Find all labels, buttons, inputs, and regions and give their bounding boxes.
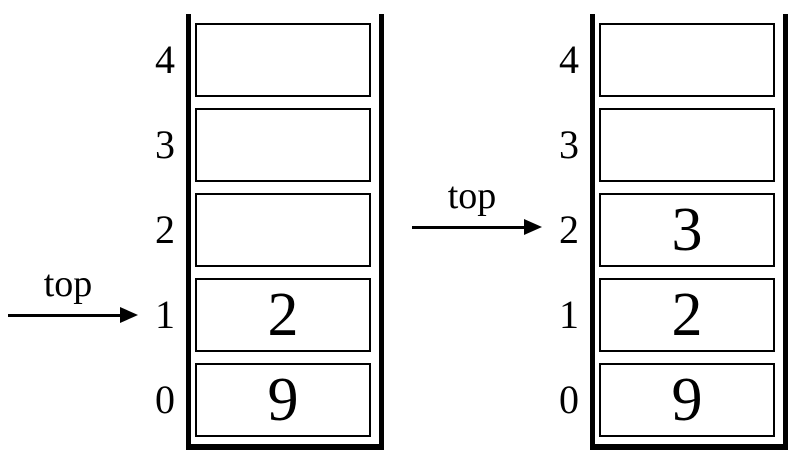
index-label: 1	[155, 292, 175, 337]
top-arrow-label: top	[43, 263, 93, 305]
index-label: 3	[155, 122, 175, 167]
index-label: 0	[155, 377, 175, 422]
arrow-line	[412, 225, 524, 229]
index-label: 0	[559, 377, 579, 422]
stack-cell: 2	[599, 278, 775, 352]
index-label: 2	[155, 207, 175, 252]
stack-slots-after: 4 3 2 3 1 2	[524, 21, 784, 446]
stack-cell: 9	[195, 363, 371, 437]
index-label: 3	[559, 122, 579, 167]
cell-value: 2	[671, 281, 703, 349]
top-arrow-label: top	[447, 175, 497, 217]
stack-slot: 2 3	[524, 191, 784, 269]
index-label: 2	[559, 207, 579, 252]
stack-slot: 2	[120, 191, 380, 269]
stack-slot: 1 2	[120, 276, 380, 354]
stack-slot: 3	[524, 106, 784, 184]
stack-container-outline	[186, 14, 384, 450]
stack-cell	[195, 108, 371, 182]
stack-before: top 4 3 2	[8, 14, 384, 450]
cell-value: 2	[267, 281, 299, 349]
arrow-head-icon	[120, 307, 138, 323]
stack-cell	[195, 23, 371, 97]
arrow-line	[8, 313, 120, 317]
stack-slot: 3	[120, 106, 380, 184]
index-label: 4	[155, 37, 175, 82]
stack-cell: 3	[599, 193, 775, 267]
stack-slot: 4	[524, 21, 784, 99]
cell-value: 9	[671, 366, 703, 434]
stack-slot: 0 9	[524, 361, 784, 439]
cell-value: 9	[267, 366, 299, 434]
stack-cell	[599, 23, 775, 97]
stack-container-outline	[590, 14, 788, 450]
cell-value: 3	[671, 196, 703, 264]
stack-cell: 9	[599, 363, 775, 437]
arrow-head-icon	[524, 219, 542, 235]
stack-cell	[599, 108, 775, 182]
stack-slot: 0 9	[120, 361, 380, 439]
stack-slots-before: 4 3 2 1 2	[120, 21, 380, 446]
top-pointer-after: top	[412, 177, 542, 235]
right-arrow-icon	[8, 307, 138, 323]
stack-cell	[195, 193, 371, 267]
index-label: 1	[559, 292, 579, 337]
stack-slot: 4	[120, 21, 380, 99]
right-arrow-icon	[412, 219, 542, 235]
stack-after: 4 3 2 3 1 2	[404, 0, 808, 466]
stack-slot: 1 2	[524, 276, 784, 354]
stack-cell: 2	[195, 278, 371, 352]
index-label: 4	[559, 37, 579, 82]
top-pointer-before: top	[8, 265, 138, 323]
